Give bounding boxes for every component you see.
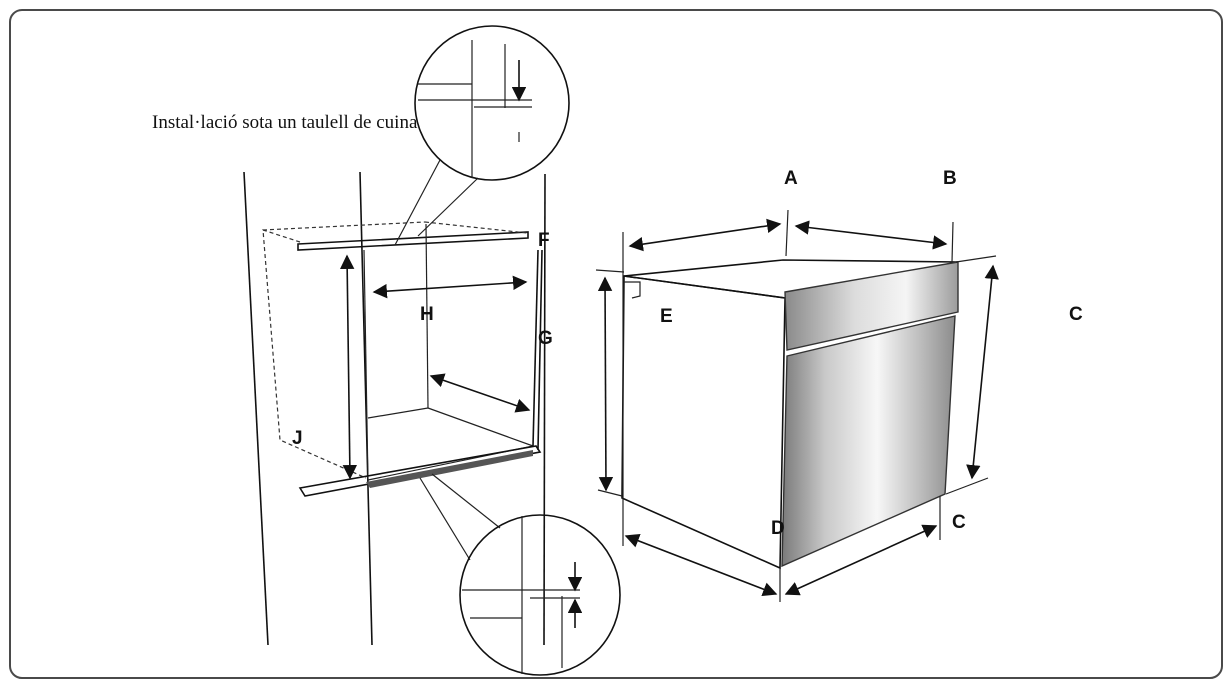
label-b: B (943, 168, 957, 189)
label-h: H (420, 304, 434, 325)
label-a: A (784, 168, 798, 189)
installation-caption: Instal·lació sota un taulell de cuina (152, 112, 418, 133)
label-c-right: C (1069, 304, 1083, 325)
detail-top (418, 40, 532, 178)
label-c-bottom: C (952, 512, 966, 533)
label-g: G (538, 328, 553, 349)
oven-unit (595, 209, 999, 602)
label-e: E (660, 306, 673, 327)
label-d: D (771, 518, 785, 539)
label-j: J (292, 428, 303, 449)
diagram-frame (9, 9, 1223, 679)
cabinet-installation (243, 25, 621, 676)
detail-bottom (462, 516, 583, 674)
label-f: F (538, 230, 550, 251)
